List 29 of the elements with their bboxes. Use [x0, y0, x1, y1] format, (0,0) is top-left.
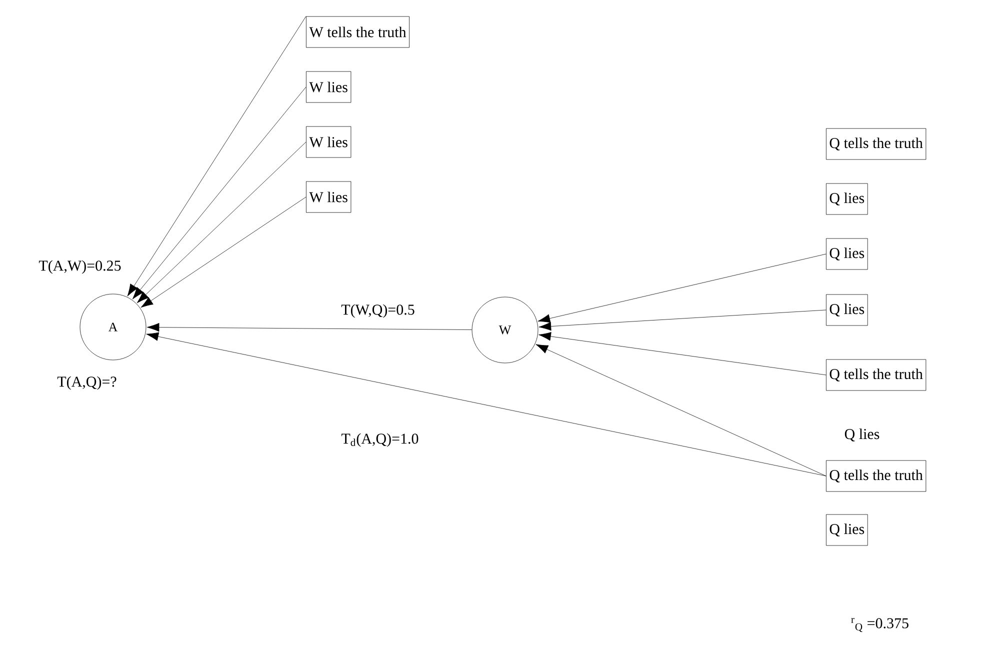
- statement-box: Q lies: [826, 183, 868, 215]
- arrow: [536, 344, 826, 476]
- edge-label: T(W,Q)=0.5: [340, 303, 416, 319]
- statement-box: Q tells the truth: [826, 359, 926, 391]
- edge-label: T$_{d}$(A,Q)=1.0: [340, 432, 420, 448]
- arrow: [146, 322, 472, 332]
- value-label: Q lies: [844, 428, 880, 442]
- arrow: [538, 254, 826, 323]
- arrow: [132, 86, 306, 300]
- arrow: [127, 16, 306, 296]
- value-label: r$_{Q}$ =0.375: [851, 618, 908, 632]
- statement-box: Q lies: [826, 294, 868, 326]
- statement-box: Q lies: [826, 238, 868, 270]
- statement-box: Q tells the truth: [826, 128, 926, 160]
- circle-node: W: [472, 296, 538, 364]
- arrow: [146, 332, 826, 476]
- statement-box: W tells the truth: [306, 16, 410, 48]
- value-label: T(A,Q)=?: [57, 376, 116, 390]
- statement-box: W lies: [306, 126, 352, 158]
- circle-node: A: [80, 294, 146, 360]
- statement-box: Q lies: [826, 514, 868, 546]
- value-label: T(A,W)=0.25: [38, 260, 121, 274]
- arrow: [140, 196, 306, 308]
- arrow: [136, 142, 306, 304]
- statement-box: W lies: [306, 181, 352, 213]
- statement-box: Q tells the truth: [826, 460, 926, 492]
- arrow: [538, 332, 826, 376]
- arrow: [538, 310, 826, 331]
- statement-box: W lies: [306, 71, 352, 103]
